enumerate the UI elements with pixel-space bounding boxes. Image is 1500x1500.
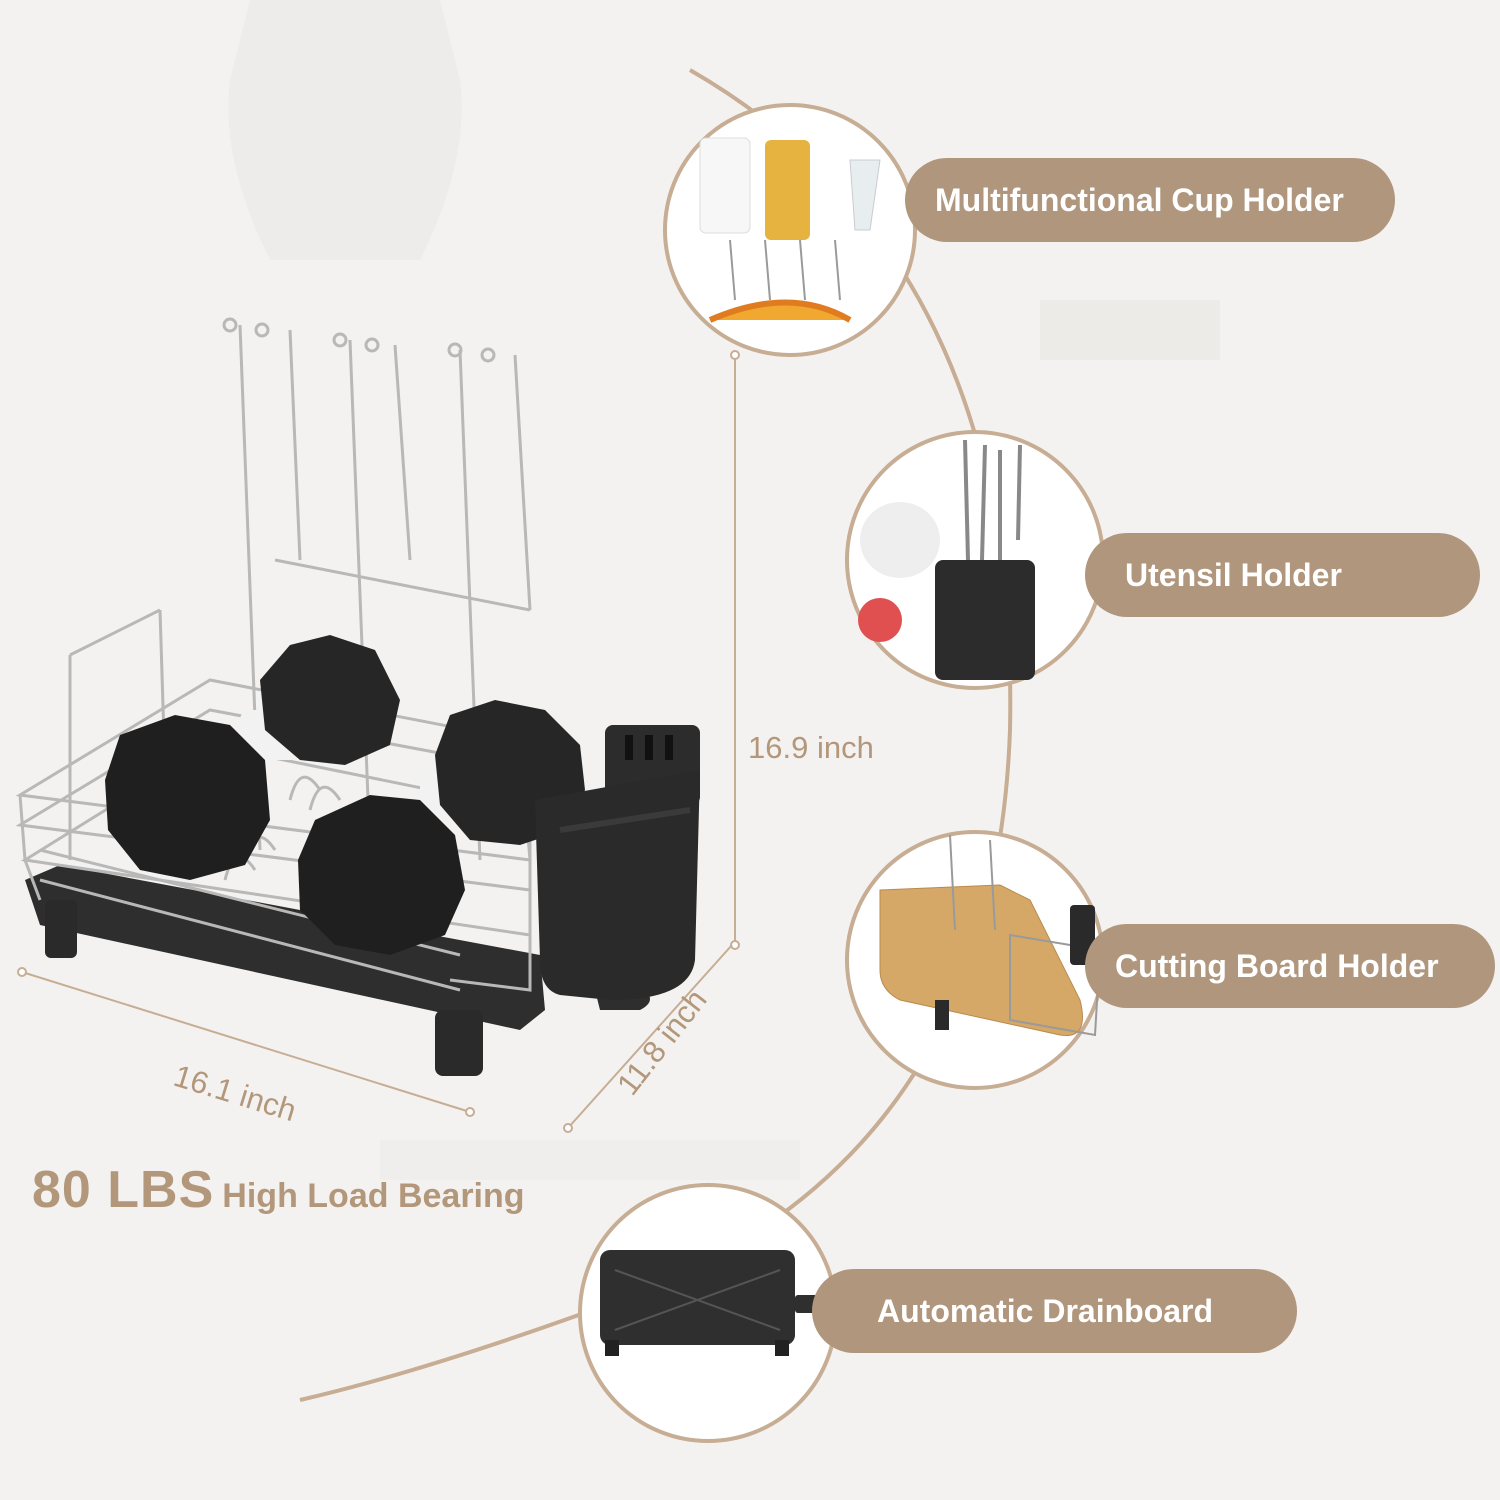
utensil-cup-illustration (535, 725, 700, 1000)
feature-circle-utensil (845, 430, 1105, 690)
dish-rack-illustration (15, 317, 700, 1076)
feature-circle-cup (663, 103, 917, 357)
dimension-lines (17, 350, 740, 1133)
feature-label-cup-holder: Multifunctional Cup Holder (935, 181, 1344, 218)
feature-label-drainboard: Automatic Drainboard (877, 1292, 1214, 1329)
load-bearing-text: High Load Bearing (222, 1177, 525, 1215)
feature-label-cutting-board: Cutting Board Holder (1115, 947, 1439, 984)
height-dimension-label: 16.9 inch (748, 730, 874, 765)
feature-pill-drainboard: Automatic Drainboard (812, 1269, 1297, 1353)
feature-label-utensil-holder: Utensil Holder (1125, 556, 1342, 593)
dumbbell-illustration (105, 635, 585, 955)
feature-pill-cup-holder: Multifunctional Cup Holder (905, 158, 1395, 242)
load-weight-text: 80 LBS (32, 1161, 215, 1219)
feature-pill-utensil-holder: Utensil Holder (1085, 533, 1480, 617)
feature-circle-drainboard (578, 1183, 838, 1443)
feature-pill-cutting-board: Cutting Board Holder (1085, 924, 1495, 1008)
feature-circle-cutting-board (845, 830, 1105, 1090)
